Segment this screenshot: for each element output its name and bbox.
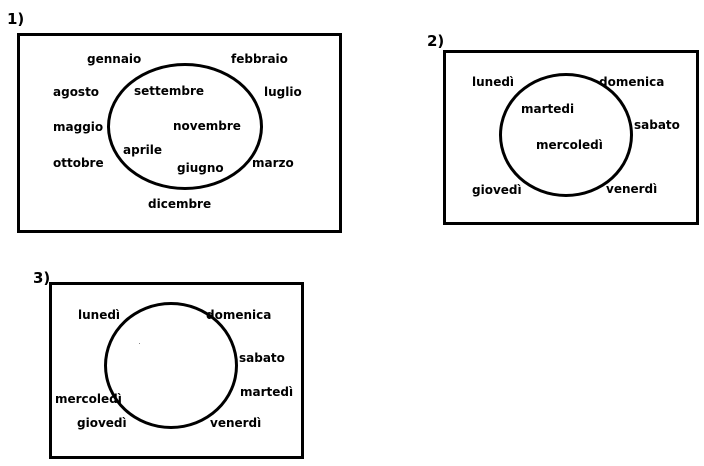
diagram-2-number: 2) xyxy=(427,32,445,50)
diagram-2-label-sabato: sabato xyxy=(634,118,680,132)
diagram-1-label-gennaio: gennaio xyxy=(87,52,142,66)
diagram-1-label-novembre: novembre xyxy=(173,119,241,133)
diagram-1-label-giugno: giugno xyxy=(177,161,224,175)
diagram-2-set-circle xyxy=(499,73,633,197)
diagram-3-label-lunedi: lunedì xyxy=(78,308,121,322)
diagram-1-label-settembre: settembre xyxy=(134,84,205,98)
diagram-3-label-domenica: domenica xyxy=(206,308,272,322)
diagram-3-number: 3) xyxy=(33,269,51,287)
diagram-3-stray-dot xyxy=(139,343,140,344)
diagram-2-label-giovedi: giovedì xyxy=(472,183,522,197)
diagram-1-label-luglio: luglio xyxy=(264,85,302,99)
diagram-1-label-ottobre: ottobre xyxy=(53,156,104,170)
diagram-2-label-venerdi: venerdì xyxy=(606,182,658,196)
diagram-3-label-venerdi: venerdì xyxy=(210,416,262,430)
diagram-2-label-lunedi: lunedì xyxy=(472,75,515,89)
diagram-1-label-febbraio: febbraio xyxy=(231,52,288,66)
diagram-3-set-circle xyxy=(104,302,238,429)
diagram-3-label-martedi: martedì xyxy=(240,385,294,399)
diagram-1-set-circle xyxy=(107,63,263,190)
diagram-1-number: 1) xyxy=(7,10,25,28)
diagram-1-label-marzo: marzo xyxy=(252,156,294,170)
diagram-1-label-maggio: maggio xyxy=(53,120,104,134)
diagram-1-label-dicembre: dicembre xyxy=(148,197,212,211)
diagram-1-label-aprile: aprile xyxy=(123,143,162,157)
diagram-1-label-agosto: agosto xyxy=(53,85,100,99)
diagram-2-label-domenica: domenica xyxy=(599,75,665,89)
diagram-3-label-mercoledi: mercoledì xyxy=(55,392,122,406)
diagram-2-label-martedi: martedi xyxy=(521,102,575,116)
diagram-3-label-sabato: sabato xyxy=(239,351,285,365)
diagram-3-label-giovedi: giovedì xyxy=(77,416,127,430)
diagram-2-label-mercoledi: mercoledì xyxy=(536,138,603,152)
